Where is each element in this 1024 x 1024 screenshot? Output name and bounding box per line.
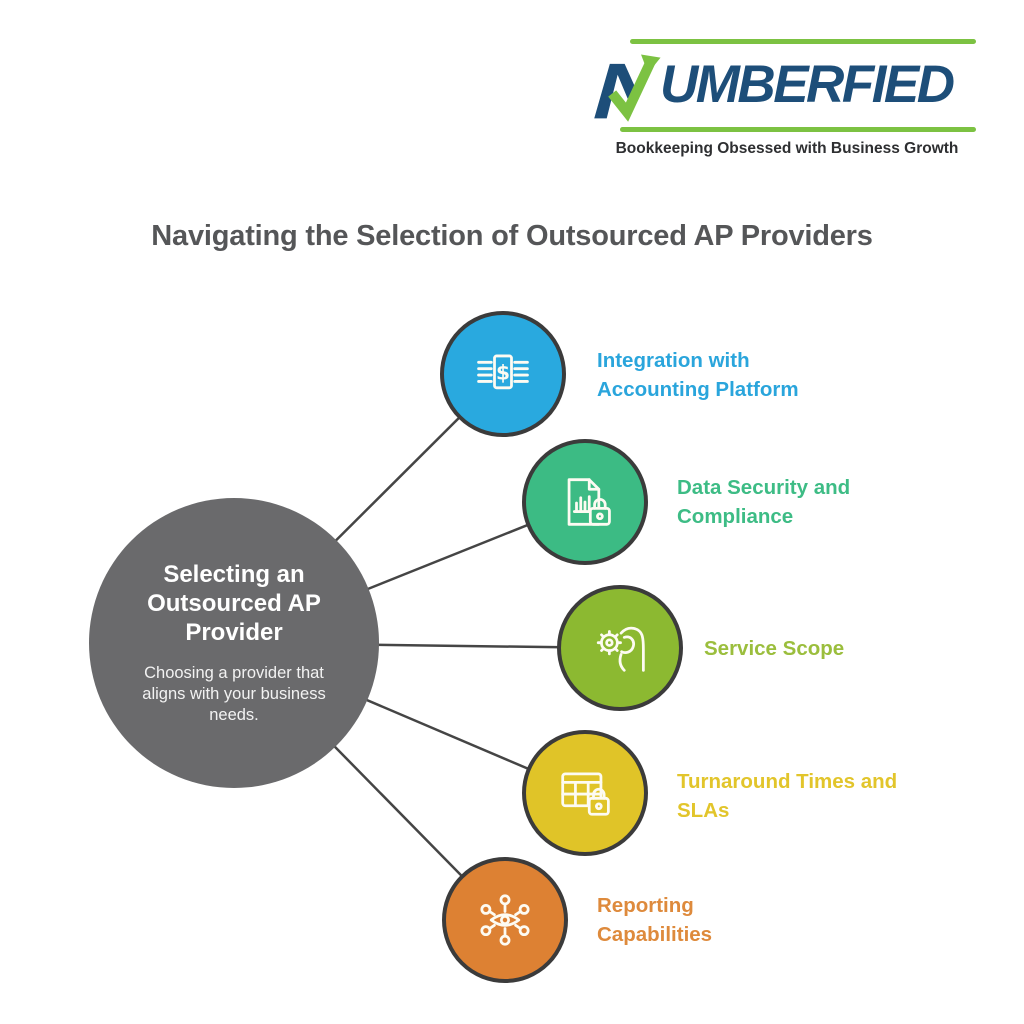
logo-top-rule xyxy=(630,39,976,44)
hub-subtitle: Choosing a provider that aligns with you… xyxy=(142,663,326,724)
hub-circle: Selecting an Outsourced AP Provider Choo… xyxy=(89,498,379,788)
svg-text:$: $ xyxy=(496,360,510,384)
logo-wordmark: UMBERFIED xyxy=(660,55,955,114)
logo-bottom-rule xyxy=(620,127,976,132)
label-data-security: Data Security and Compliance xyxy=(677,476,851,529)
node-service-scope-circle xyxy=(557,585,683,711)
label-turnaround: Turnaround Times and SLAs xyxy=(677,770,898,823)
table-lock-icon xyxy=(561,772,610,816)
hand-gear-icon xyxy=(596,626,645,672)
network-eye-icon xyxy=(480,894,530,946)
money-stack-icon: $ xyxy=(477,354,529,390)
page-title: Navigating the Selection of Outsourced A… xyxy=(151,220,873,252)
node-reporting-circle xyxy=(442,857,568,983)
secure-document-icon xyxy=(567,478,611,526)
logo-n-arrow-icon xyxy=(594,54,661,122)
logo-tagline: Bookkeeping Obsessed with Business Growt… xyxy=(615,140,959,157)
label-integration: Integration with Accounting Platform xyxy=(597,349,799,402)
node-integration-circle: $ xyxy=(440,311,566,437)
label-reporting: Reporting Capabilities xyxy=(597,894,713,947)
label-service-scope: Service Scope xyxy=(704,637,845,660)
hub-title: Selecting an Outsourced AP Provider xyxy=(147,560,321,647)
node-data-security-circle xyxy=(522,439,648,565)
node-turnaround-circle xyxy=(522,730,648,856)
